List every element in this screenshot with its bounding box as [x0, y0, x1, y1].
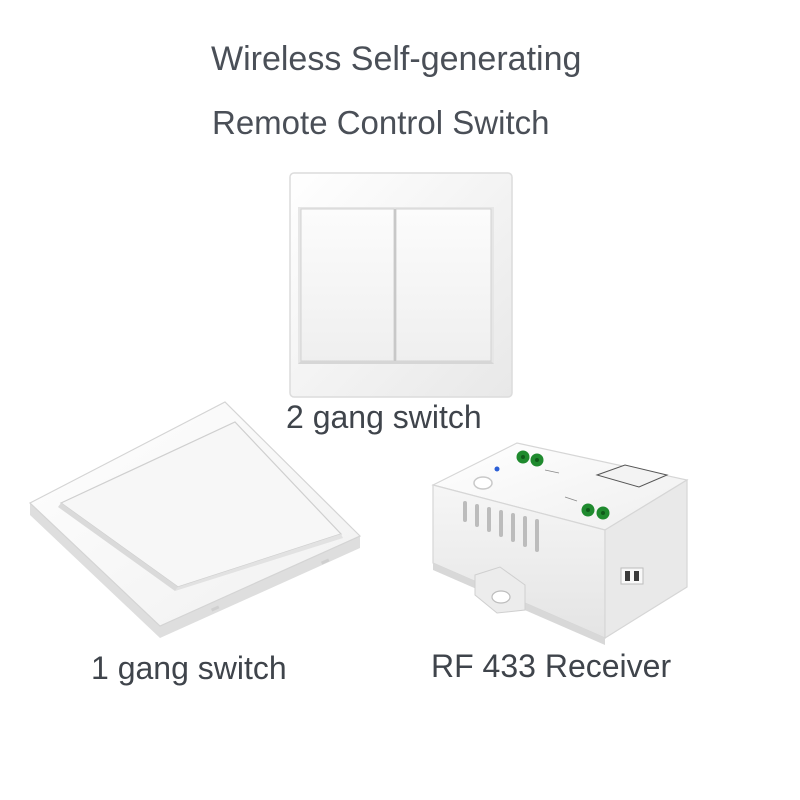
one-gang-switch-label: 1 gang switch: [91, 650, 287, 686]
two-gang-switch-image: [285, 170, 515, 400]
rf-receiver-image: [425, 435, 695, 650]
two-gang-switch-label: 2 gang switch: [286, 399, 482, 435]
title-line-1: Wireless Self-generating: [211, 40, 582, 78]
one-gang-switch-image: [25, 395, 385, 645]
rf-receiver-label: RF 433 Receiver: [431, 648, 672, 684]
title-line-2: Remote Control Switch: [212, 104, 550, 141]
